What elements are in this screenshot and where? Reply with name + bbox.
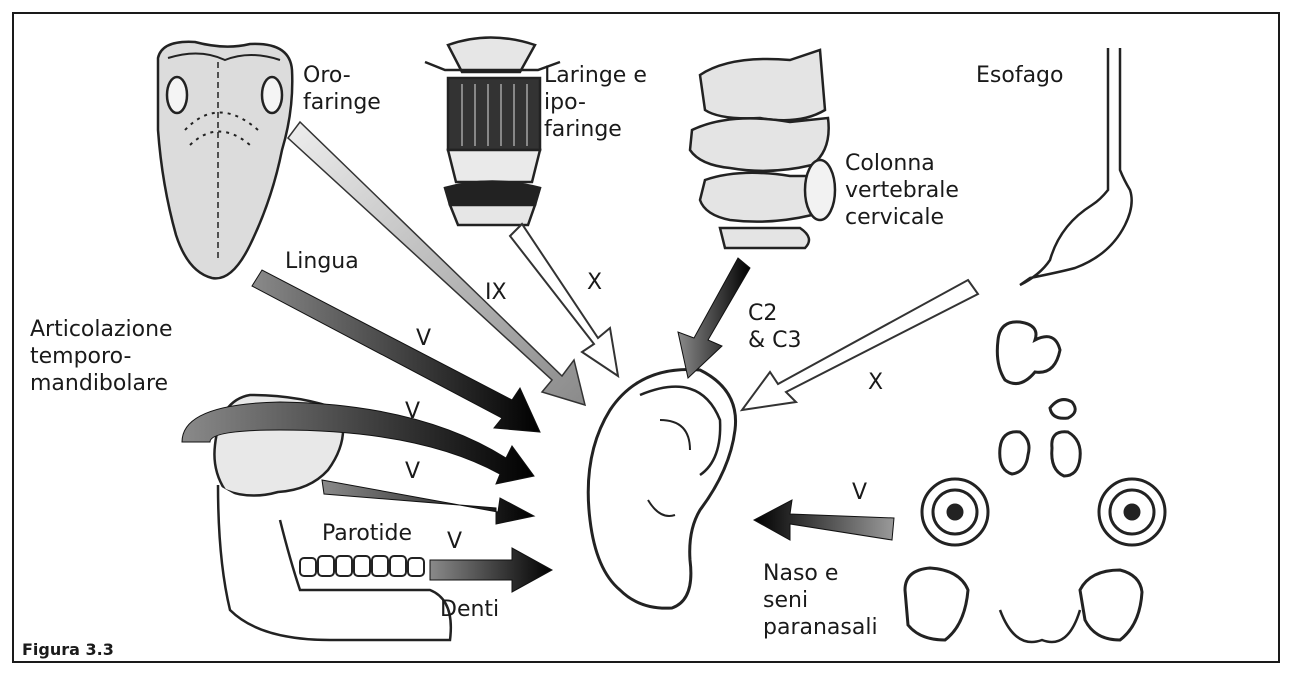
nerve-articolazione: V bbox=[405, 398, 420, 425]
label-articolazione: Articolazione temporo- mandibolare bbox=[30, 316, 173, 397]
larynx-drawing bbox=[425, 38, 560, 226]
arrow-parotide bbox=[322, 480, 534, 524]
nerve-colonna: C2 & C3 bbox=[748, 300, 802, 354]
arrow-colonna bbox=[678, 258, 750, 378]
label-orofaringe: Oro- faringe bbox=[303, 62, 381, 116]
nerve-lingua: V bbox=[416, 325, 431, 352]
nerve-laringe: X bbox=[587, 269, 602, 296]
nerve-denti: V bbox=[447, 528, 462, 555]
tongue-drawing bbox=[158, 42, 292, 279]
label-parotide: Parotide bbox=[322, 520, 412, 547]
nerve-naso: V bbox=[852, 479, 867, 506]
nerve-orofaringe: IX bbox=[485, 279, 507, 306]
label-esofago: Esofago bbox=[976, 62, 1063, 89]
label-colonna: Colonna vertebrale cervicale bbox=[845, 150, 959, 231]
label-denti: Denti bbox=[440, 596, 499, 623]
figure-caption: Figura 3.3 bbox=[22, 640, 114, 660]
nose-sinuses-drawing bbox=[905, 322, 1165, 642]
nerve-esofago: X bbox=[868, 369, 883, 396]
nerve-parotide: V bbox=[405, 458, 420, 485]
label-laringe: Laringe e ipo- faringe bbox=[544, 62, 647, 143]
arrow-naso bbox=[754, 500, 894, 540]
label-naso: Naso e seni paranasali bbox=[763, 560, 878, 641]
label-lingua: Lingua bbox=[285, 248, 359, 275]
ear-drawing bbox=[588, 370, 735, 609]
cervical-spine-drawing bbox=[690, 50, 835, 248]
